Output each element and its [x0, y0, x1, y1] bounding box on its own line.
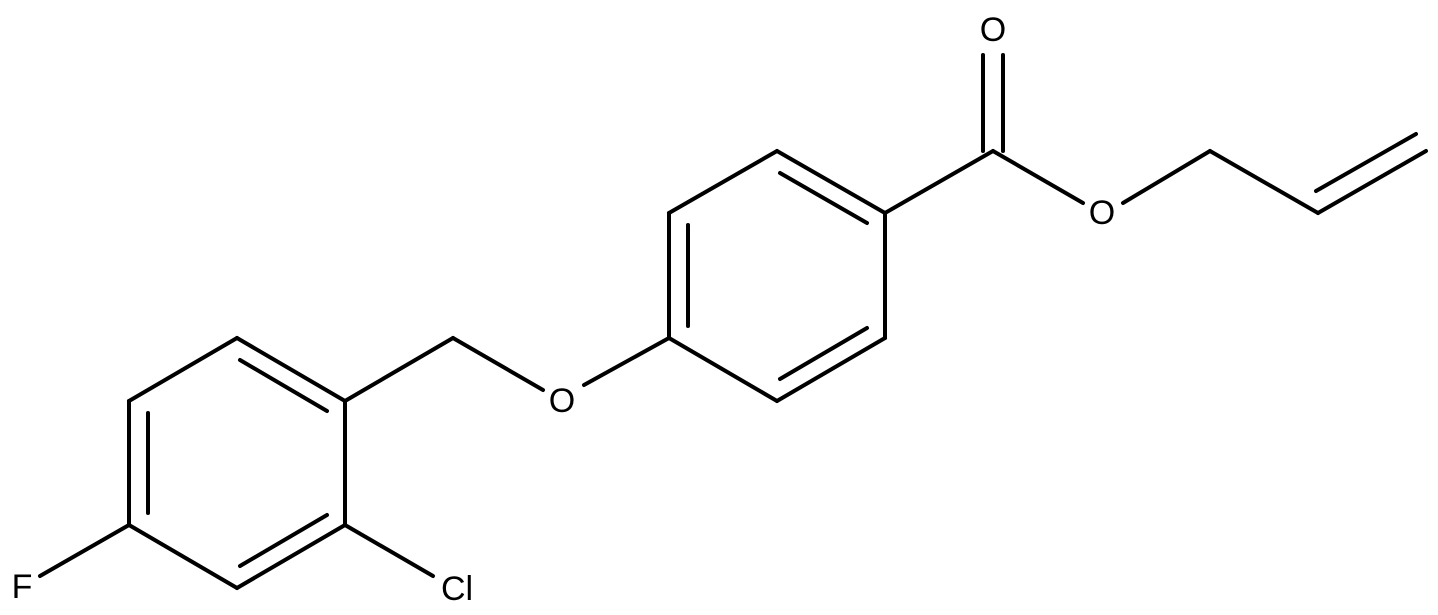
bond-b5-b6-inner [778, 326, 869, 381]
bond-o-ring [582, 336, 671, 387]
bond-allyl-c2-c3-inner [1314, 132, 1418, 193]
bond-b3-b4-inner [778, 171, 869, 225]
atom-label-ether-oxygen: O [549, 382, 575, 420]
atom-label-chlorine: Cl [441, 570, 473, 608]
bond-ring-ch2 [343, 336, 455, 403]
atom-label-ester-oxygen: O [1089, 194, 1115, 232]
bond-ring-carbonyl [883, 149, 995, 215]
bond-b6-b1 [667, 336, 779, 403]
bond-b2-b3 [667, 149, 779, 215]
bond-carbonyl-o-ester [991, 149, 1085, 205]
ring-chlorofluorophenyl [127, 336, 347, 590]
bond-b5-b6 [775, 336, 887, 403]
bond-allyl-c1-c2 [1208, 149, 1320, 215]
bond-a6-a1 [127, 336, 239, 403]
bond-a4-a5 [127, 523, 239, 590]
bond-a3-a4-inner [238, 513, 329, 568]
bond-b3-b4 [775, 149, 887, 215]
bond-c-cl [343, 523, 435, 578]
atom-label-carbonyl-oxygen: O [980, 11, 1006, 49]
bond-a3-a4 [235, 523, 347, 590]
ring-benzoate [667, 149, 887, 403]
bond-a1-a2 [235, 336, 347, 403]
atom-label-fluorine: F [12, 568, 33, 606]
bond-a1-a2-inner [238, 358, 329, 413]
bond-ch2-o [451, 336, 545, 392]
bond-o-allyl [1121, 149, 1212, 205]
bond-allyl-c2-c3 [1316, 149, 1428, 215]
bond-c-f [38, 523, 131, 578]
